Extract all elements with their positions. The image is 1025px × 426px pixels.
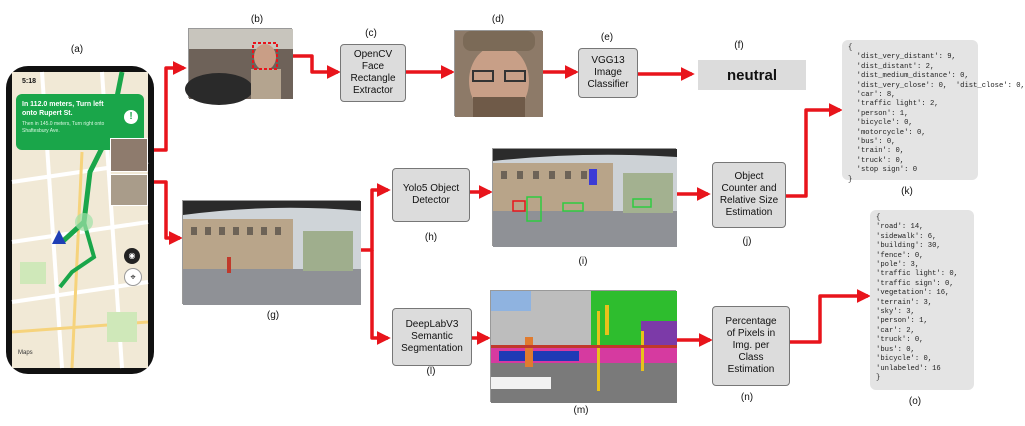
label-f: (f) bbox=[734, 40, 744, 51]
location-arrow-icon bbox=[52, 230, 66, 244]
label-l: (l) bbox=[426, 366, 436, 377]
arrow-street-branch bbox=[360, 183, 391, 252]
pixel-percentage-box: Percentage of Pixels in Img. per Class E… bbox=[712, 306, 790, 386]
label-b: (b) bbox=[250, 14, 264, 25]
arrow-percentage-to-classes bbox=[790, 289, 871, 344]
nav-next-instruction: Then in 145.0 meters, Turn right onto Sh… bbox=[22, 121, 105, 134]
street-view-image bbox=[182, 200, 361, 305]
driver-thumbnail[interactable] bbox=[110, 138, 148, 172]
street-art bbox=[183, 201, 361, 305]
recenter-button[interactable]: ⌖ bbox=[124, 268, 142, 286]
arrow-counter-to-objects bbox=[786, 103, 843, 198]
emotion-output: neutral bbox=[698, 60, 806, 90]
face-art bbox=[455, 31, 543, 117]
status-time: 5:18 bbox=[22, 78, 37, 85]
label-m: (m) bbox=[573, 405, 589, 416]
segmentation-art bbox=[491, 291, 677, 403]
label-g: (g) bbox=[266, 310, 280, 321]
cropped-face-image bbox=[454, 30, 543, 117]
label-o: (o) bbox=[908, 396, 922, 407]
label-d: (d) bbox=[491, 14, 505, 25]
label-j: (j) bbox=[742, 236, 752, 247]
pipeline-arrows bbox=[150, 54, 871, 347]
label-n: (n) bbox=[740, 392, 754, 403]
segmentation-image bbox=[490, 290, 677, 403]
arrow-face-to-extractor bbox=[292, 54, 341, 79]
phone-screen: 5:18 In 112.0 meters, Turn left onto Rup… bbox=[11, 71, 149, 369]
label-k: (k) bbox=[901, 186, 913, 197]
label-a: (a) bbox=[70, 44, 84, 55]
detections-art bbox=[493, 149, 677, 247]
nav-instruction: In 112.0 meters, Turn left onto Rupert S… bbox=[22, 101, 104, 117]
label-c: (c) bbox=[365, 28, 377, 39]
deeplabv3-box: DeepLabV3 Semantic Segmentation bbox=[392, 308, 472, 366]
driver-cabin-image bbox=[185, 28, 293, 105]
segmentation-class-output: { 'road': 14, 'sidewalk': 6, 'building':… bbox=[870, 210, 974, 390]
label-h: (h) bbox=[424, 232, 438, 243]
vgg13-classifier-box: VGG13 Image Classifier bbox=[578, 48, 638, 98]
compass-button[interactable]: ◉ bbox=[124, 248, 140, 264]
yolo5-detector-box: Yolo5 Object Detector bbox=[392, 168, 470, 222]
street-thumbnail[interactable] bbox=[110, 174, 148, 206]
nav-alert-icon[interactable]: ! bbox=[124, 110, 138, 124]
arrow-phone-to-street bbox=[150, 180, 183, 245]
driver-cabin-art bbox=[185, 29, 293, 105]
object-count-output: { 'dist_very_distant': 9, 'dist_distant'… bbox=[842, 40, 1025, 184]
maps-logo: Maps bbox=[18, 350, 33, 356]
arrow-street-branch-low bbox=[370, 250, 391, 345]
object-counter-box: Object Counter and Relative Size Estimat… bbox=[712, 162, 786, 228]
object-detection-image bbox=[492, 148, 677, 247]
label-e: (e) bbox=[600, 32, 614, 43]
label-i: (i) bbox=[578, 256, 588, 267]
arrow-phone-to-driver bbox=[150, 61, 187, 152]
face-extractor-box: OpenCV Face Rectangle Extractor bbox=[340, 44, 406, 102]
